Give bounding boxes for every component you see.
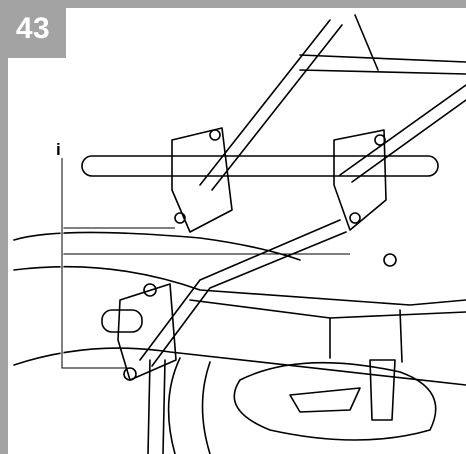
lower-handle-strut (147, 359, 151, 454)
deck-front (13, 347, 466, 386)
lower-handle-left (139, 219, 341, 361)
deck-rim-inner (201, 361, 211, 454)
figure-number-badge: 43 (0, 0, 66, 58)
horizontal-rod (81, 155, 439, 177)
callout-label: i (56, 140, 61, 159)
hub (233, 361, 437, 441)
callout-leaders (61, 158, 350, 369)
top-tube (299, 54, 466, 63)
bracket-upper-right (333, 129, 387, 231)
bracket-lower-left (117, 283, 177, 381)
deck-rim (167, 357, 181, 454)
mower-deck-lower (13, 265, 466, 306)
handle-bar-right (339, 84, 466, 176)
deck-raised (189, 299, 466, 319)
knob-left (101, 309, 143, 333)
bracket-upper-left (171, 127, 233, 233)
handle-bar-left (199, 19, 331, 186)
